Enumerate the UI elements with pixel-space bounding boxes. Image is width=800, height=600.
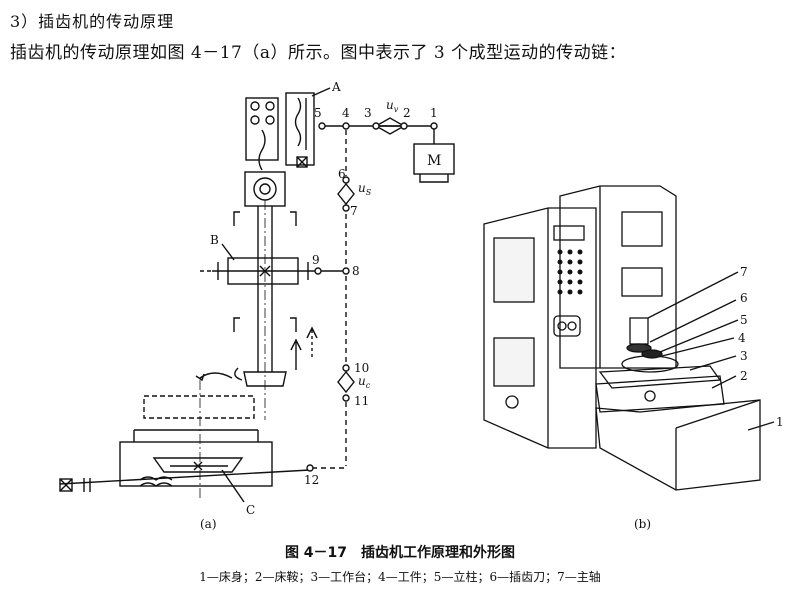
- subfig-a-label: (a): [200, 517, 217, 531]
- transmission-schematic: [59, 87, 455, 503]
- work-table: [119, 441, 273, 487]
- subfig-b-label: (b): [634, 517, 651, 531]
- crank-box-left: [245, 97, 279, 161]
- worm-gear-C: [152, 457, 244, 473]
- ratio-uc-sub: c: [366, 381, 371, 390]
- node-9: 9: [312, 253, 320, 267]
- label-B: B: [210, 233, 219, 247]
- svg-text:uS: uS: [358, 181, 372, 197]
- node-8: 8: [352, 264, 360, 278]
- node-2: 2: [403, 106, 411, 120]
- figure-legend: 1—床身；2—床鞍；3—工作台；4—工件；5—立柱；6—插齿刀；7—主轴: [199, 570, 601, 584]
- machine-part-labels: 7 6 5 4 3 2 1 (b): [634, 265, 784, 531]
- label-M: M: [427, 153, 441, 169]
- ratio-us-sub: S: [366, 188, 372, 197]
- node-3: 3: [364, 106, 372, 120]
- figure-title: 图 4－17 插齿机工作原理和外形图: [284, 545, 516, 561]
- ratio-uv-sub: v: [394, 105, 399, 114]
- workpiece-4: [641, 349, 663, 359]
- node-4: 4: [342, 106, 350, 120]
- svg-text:uv: uv: [386, 98, 399, 114]
- node-12: 12: [304, 473, 319, 487]
- node-1: 1: [430, 106, 438, 120]
- label-C: C: [246, 503, 255, 517]
- schematic-labels: A B C M 1 2 3 4 5 6 7 8 9 10 11 12 uv uS…: [200, 80, 441, 531]
- part-label-6: 6: [740, 291, 748, 305]
- node-7: 7: [350, 204, 358, 218]
- bed-1: [595, 399, 761, 491]
- crank-box-right: [285, 92, 315, 166]
- column: [559, 185, 677, 369]
- intro-paragraph: 插齿机的传动原理如图 4－17（a）所示。图中表示了 3 个成型运动的传动链：: [10, 43, 627, 63]
- svg-text:uc: uc: [358, 374, 371, 390]
- part-label-1: 1: [776, 415, 784, 429]
- ratio-us: u: [358, 181, 366, 195]
- part-label-4: 4: [738, 331, 746, 345]
- ratio-uv: u: [386, 98, 394, 112]
- figure-4-17: A B C M 1 2 3 4 5 6 7 8 9 10 11 12 uv uS…: [59, 80, 784, 531]
- part-label-2: 2: [740, 369, 748, 383]
- section-heading: 3）插齿机的传动原理: [10, 12, 175, 31]
- node-10: 10: [354, 361, 369, 375]
- part-label-5: 5: [740, 313, 748, 327]
- node-5: 5: [314, 106, 322, 120]
- part-label-7: 7: [740, 265, 748, 279]
- machine-drawing: [483, 185, 775, 491]
- shaper-cutter: [243, 371, 287, 387]
- node-11: 11: [354, 394, 369, 408]
- part-label-3: 3: [740, 349, 748, 363]
- cutter-6: [626, 343, 652, 353]
- ratio-uc: u: [358, 374, 366, 388]
- label-A: A: [331, 80, 341, 94]
- node-6: 6: [338, 167, 346, 181]
